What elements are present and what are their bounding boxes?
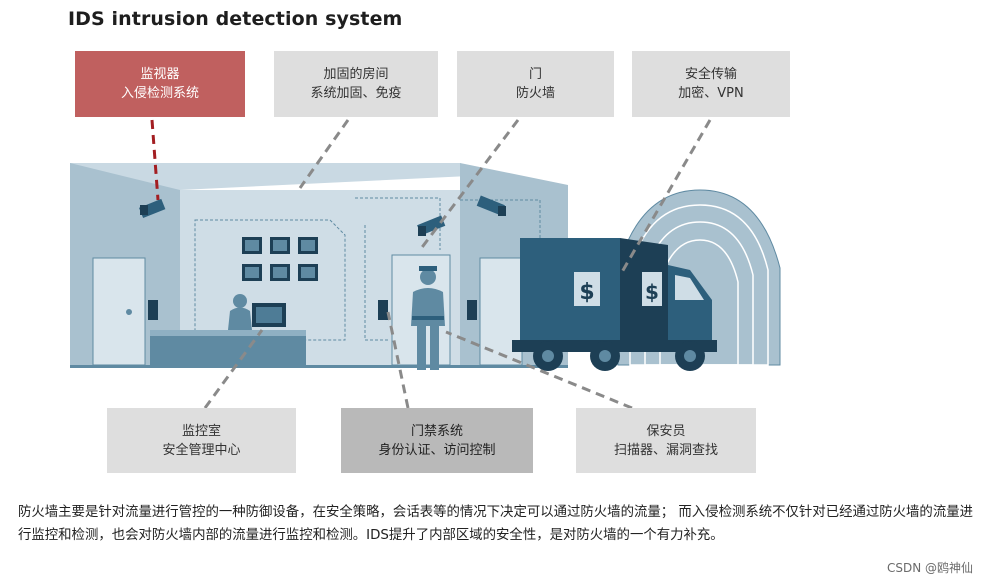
leader-line-control-room [203, 329, 264, 409]
camera-icon [139, 198, 166, 219]
access-box-line1: 门禁系统 [410, 423, 463, 439]
security-scene-illustration: $ $ [70, 119, 781, 410]
control-desk [150, 294, 306, 365]
money-icon: $ [645, 280, 659, 304]
guard-box-line2: 扫描器、漏洞查找 [613, 442, 718, 458]
armored-truck: $ $ [512, 238, 717, 371]
camera-icon [417, 215, 446, 236]
leader-line-access [386, 311, 410, 409]
description-paragraph: 防火墙主要是针对流量进行管控的一种防御设备，在安全策略，会话表等的情况下决定可以… [18, 505, 973, 543]
door-firewall-box: 门 防火墙 [457, 51, 614, 117]
transport-box-line1: 安全传输 [684, 67, 737, 82]
room-box-line2: 系统加固、免疫 [310, 86, 402, 101]
leader-line-monitor [150, 119, 160, 201]
transport-box-line2: 加密、VPN [678, 86, 744, 101]
door-box-line2: 防火墙 [515, 86, 555, 101]
control-room-box-line2: 安全管理中心 [162, 442, 241, 458]
guard-figure [411, 266, 445, 370]
room-box-line1: 加固的房间 [323, 67, 389, 82]
secure-transport-box: 安全传输 加密、VPN [632, 51, 790, 117]
money-icon: $ [579, 280, 594, 305]
building [70, 163, 568, 370]
hardened-room-box: 加固的房间 系统加固、免疫 [274, 51, 438, 117]
access-box-line2: 身份认证、访问控制 [378, 442, 496, 458]
monitor-ids-box: 监视器 入侵检测系统 [75, 51, 245, 117]
monitor-wall [242, 237, 318, 281]
door-box-line1: 门 [528, 67, 542, 82]
watermark: CSDN @鸥神仙 [886, 561, 973, 575]
camera-icon [476, 195, 506, 216]
monitor-box-line2: 入侵检测系统 [120, 86, 199, 101]
monitor-box-line1: 监视器 [140, 67, 180, 82]
leader-line-guard [445, 330, 633, 410]
security-guard-box: 保安员 扫描器、漏洞查找 [576, 408, 756, 473]
access-control-box: 门禁系统 身份认证、访问控制 [341, 408, 533, 473]
control-room-box: 监控室 安全管理中心 [107, 408, 296, 473]
leader-line-door [418, 119, 520, 251]
control-room-box-line1: 监控室 [181, 423, 221, 439]
guard-box-line1: 保安员 [646, 423, 686, 439]
page-title: IDS intrusion detection system [68, 8, 403, 30]
leader-lines [150, 119, 712, 410]
